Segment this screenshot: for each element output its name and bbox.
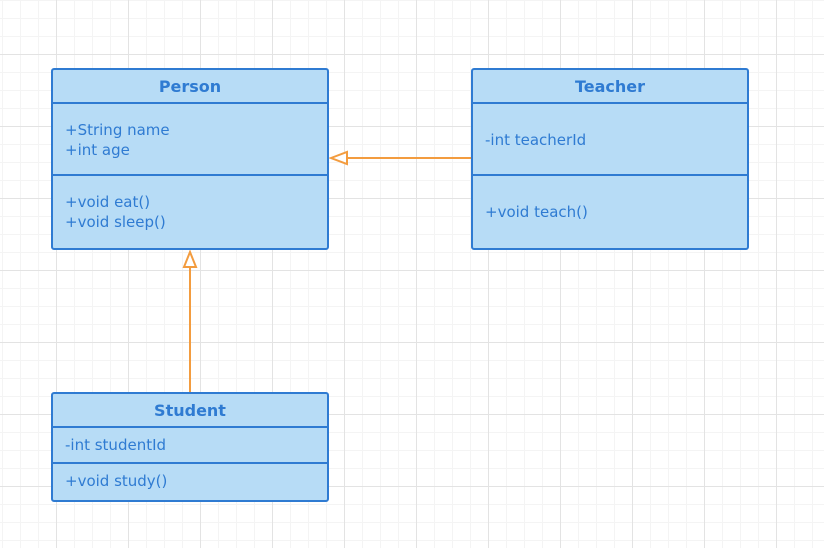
class-student-methods: +void study() bbox=[53, 464, 327, 491]
class-student-method: +void study() bbox=[65, 472, 168, 490]
class-person-attribute: +int age bbox=[65, 141, 130, 159]
class-teacher-attribute: -int teacherId bbox=[485, 131, 587, 149]
class-teacher-method: +void teach() bbox=[485, 203, 588, 221]
class-person-name: Person bbox=[53, 70, 327, 104]
class-person[interactable]: Person +String name +int age +void eat()… bbox=[51, 68, 329, 250]
class-person-method: +void eat() bbox=[65, 193, 151, 211]
class-student-attribute: -int studentId bbox=[65, 436, 167, 454]
class-person-methods: +void eat() +void sleep() bbox=[53, 176, 327, 232]
class-student-name: Student bbox=[53, 394, 327, 428]
class-student[interactable]: Student -int studentId +void study() bbox=[51, 392, 329, 502]
class-student-attributes: -int studentId bbox=[53, 428, 327, 464]
class-teacher-name: Teacher bbox=[473, 70, 747, 104]
class-person-attribute: +String name bbox=[65, 121, 170, 139]
class-teacher[interactable]: Teacher -int teacherId +void teach() bbox=[471, 68, 749, 250]
class-teacher-attributes: -int teacherId bbox=[473, 104, 747, 176]
class-person-attributes: +String name +int age bbox=[53, 104, 327, 176]
class-person-method: +void sleep() bbox=[65, 213, 166, 231]
teacher-to-person-arrowhead bbox=[328, 150, 348, 166]
class-teacher-methods: +void teach() bbox=[473, 176, 747, 222]
student-to-person-arrowhead bbox=[182, 249, 198, 268]
